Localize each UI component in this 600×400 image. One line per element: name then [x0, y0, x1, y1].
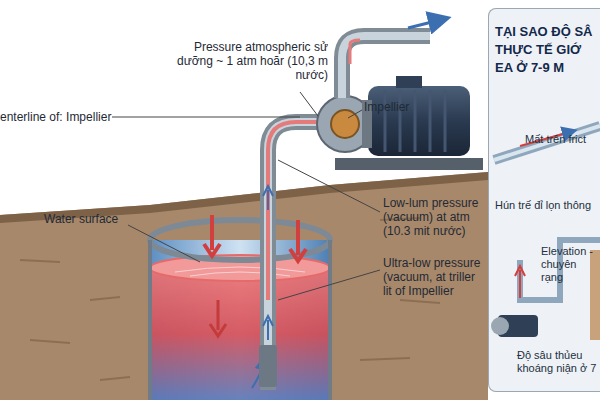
- well: [175, 267, 305, 276]
- water-surface-callout: Water surface: [44, 212, 134, 226]
- leader-lines: [112, 92, 380, 300]
- panel-background: [488, 8, 600, 392]
- panel-heading: TẠI SAO ĐỘ SÂ THỰC TẾ GIỚ EA Ở 7-9 M: [495, 23, 600, 77]
- panel-illustrations: [515, 266, 525, 298]
- panel-note: Độ sâu thủeu khoáng niận ở 7: [517, 349, 600, 375]
- pressure-callout: Ultra-low pressure (vacuum, at triller l…: [383, 256, 487, 298]
- soil: [0, 172, 488, 400]
- discharge-pipe: [342, 20, 440, 98]
- well: [150, 220, 330, 260]
- panel-illustrations: [590, 250, 600, 340]
- leader-lines: [112, 117, 300, 118]
- pressure-callout: Pressure atmospheric sử dưỡng ~ 1 atm ho…: [168, 40, 328, 82]
- discharge-pipe: [350, 40, 360, 64]
- water-arrows: [204, 215, 306, 388]
- well: [150, 220, 330, 400]
- leader-lines: [348, 110, 362, 118]
- leader-lines: [300, 92, 318, 116]
- panel-illustrations: [494, 126, 600, 160]
- leader-lines: [128, 225, 200, 262]
- suction-pipe: [263, 186, 273, 210]
- well: [150, 240, 330, 400]
- discharge-pipe: [342, 36, 430, 98]
- centerline-callout: enterline of: Impellier: [0, 110, 112, 124]
- panel-illustrations: [491, 126, 600, 340]
- pump-unit: [396, 76, 422, 88]
- well: [150, 240, 330, 400]
- pressure-callout: Low-lum pressure (vacuum) at atm (10.3 m…: [383, 196, 487, 238]
- panel-illustrations: [520, 240, 600, 300]
- well: [150, 268, 330, 400]
- leader-lines: [278, 270, 380, 300]
- suction-pipe: [263, 316, 273, 340]
- info-panel: TẠI SAO ĐỘ SÂ THỰC TẾ GIỚ EA Ở 7-9 M Mất …: [488, 8, 600, 392]
- panel-illustrations: [494, 126, 600, 160]
- suction-pipe: [259, 345, 277, 387]
- panel-note: Mất trên frict: [525, 133, 600, 146]
- suction-pipe: [268, 122, 328, 386]
- part-name: Impellier: [364, 100, 444, 114]
- water-arrows: [204, 215, 220, 256]
- water-arrows: [290, 220, 306, 261]
- suction-pipe: [259, 122, 328, 390]
- discharge-pipe: [342, 36, 430, 98]
- soil: [0, 172, 488, 400]
- panel-illustrations: [491, 317, 509, 335]
- suction-pipe: [268, 122, 320, 300]
- discharge-pipe: [408, 20, 440, 28]
- panel-note: Hún trế đỉ lọn thông: [495, 199, 599, 212]
- pump-unit: [385, 90, 445, 152]
- panel-note: Elevation - chuyên rạng: [541, 245, 600, 284]
- panel-background: [488, 8, 600, 392]
- pump-unit: [335, 158, 483, 170]
- water-arrows: [210, 300, 226, 336]
- pump-unit: [368, 86, 470, 156]
- leader-lines: [278, 160, 380, 212]
